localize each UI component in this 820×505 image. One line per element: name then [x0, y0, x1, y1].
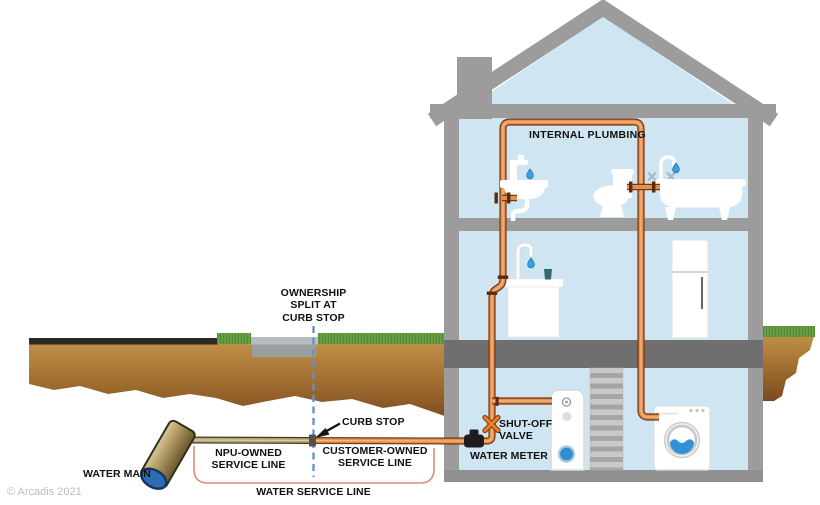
- grass-strip: [217, 333, 251, 344]
- shut-off-valve-label: SHUT-OFF VALVE: [499, 418, 553, 443]
- second-floor-band: [459, 218, 748, 231]
- shut-off-valve-icon: [482, 414, 501, 434]
- pipe-fittings: [486, 181, 660, 406]
- water-meter-label: WATER METER: [470, 450, 548, 462]
- washing-machine: [653, 405, 711, 471]
- npu-owned-service-line-pipe: [185, 436, 313, 444]
- bathtub: [647, 155, 746, 220]
- house: [427, 0, 779, 482]
- eave-band: [430, 104, 776, 118]
- soil-cross-section: [762, 336, 814, 401]
- ground-right: [762, 326, 815, 401]
- kitchen-sink: [503, 242, 564, 338]
- curb-stop-fitting: [309, 434, 316, 447]
- internal-plumbing-label: INTERNAL PLUMBING: [529, 129, 646, 141]
- grass-strip: [763, 326, 815, 337]
- water-main-pipe: [140, 419, 196, 490]
- npu-owned-service-line-label: NPU-OWNED SERVICE LINE: [211, 447, 286, 472]
- water-heater: [550, 389, 585, 471]
- soil-cross-section: [29, 344, 459, 421]
- wall-left: [444, 112, 459, 470]
- road-asphalt: [29, 338, 218, 345]
- basement-stairs: [589, 367, 624, 471]
- toilet: [593, 169, 634, 217]
- ownership-split-label: OWNERSHIP SPLIT AT CURB STOP: [280, 287, 347, 324]
- water-main-cap: [140, 467, 168, 490]
- water-service-line-label: WATER SERVICE LINE: [256, 486, 371, 498]
- customer-owned-service-line-label: CUSTOMER-OWNED SERVICE LINE: [322, 445, 428, 470]
- water-meter-device: [464, 429, 484, 448]
- sink-trap: [510, 199, 530, 221]
- grass-strip: [318, 333, 447, 344]
- heater-drain: [557, 445, 576, 463]
- sidewalk-surface: [250, 337, 318, 345]
- water-main-label: WATER MAIN: [83, 468, 151, 480]
- curb-stop-label: CURB STOP: [342, 416, 405, 428]
- curb-stop-arrow-icon: [315, 422, 341, 438]
- bathroom-sink: [500, 155, 548, 221]
- copyright-text: © Arcadis 2021: [7, 486, 82, 498]
- customer-owned-service-line-pipe: [311, 437, 448, 445]
- ground-left: [29, 333, 459, 421]
- internal-plumbing-pipes: [446, 118, 659, 445]
- sink-faucet: [510, 160, 517, 181]
- tub-faucet: [659, 155, 676, 180]
- ground-floor-band: [444, 340, 763, 368]
- basement-floor: [444, 470, 763, 482]
- wall-right: [748, 112, 763, 470]
- water-service-line-bracket: [193, 446, 435, 484]
- service-line: [185, 434, 448, 447]
- sidewalk-slab: [252, 344, 316, 357]
- cup: [544, 269, 552, 280]
- refrigerator: [671, 239, 709, 339]
- washer-water: [670, 439, 694, 454]
- roof: [427, 0, 779, 127]
